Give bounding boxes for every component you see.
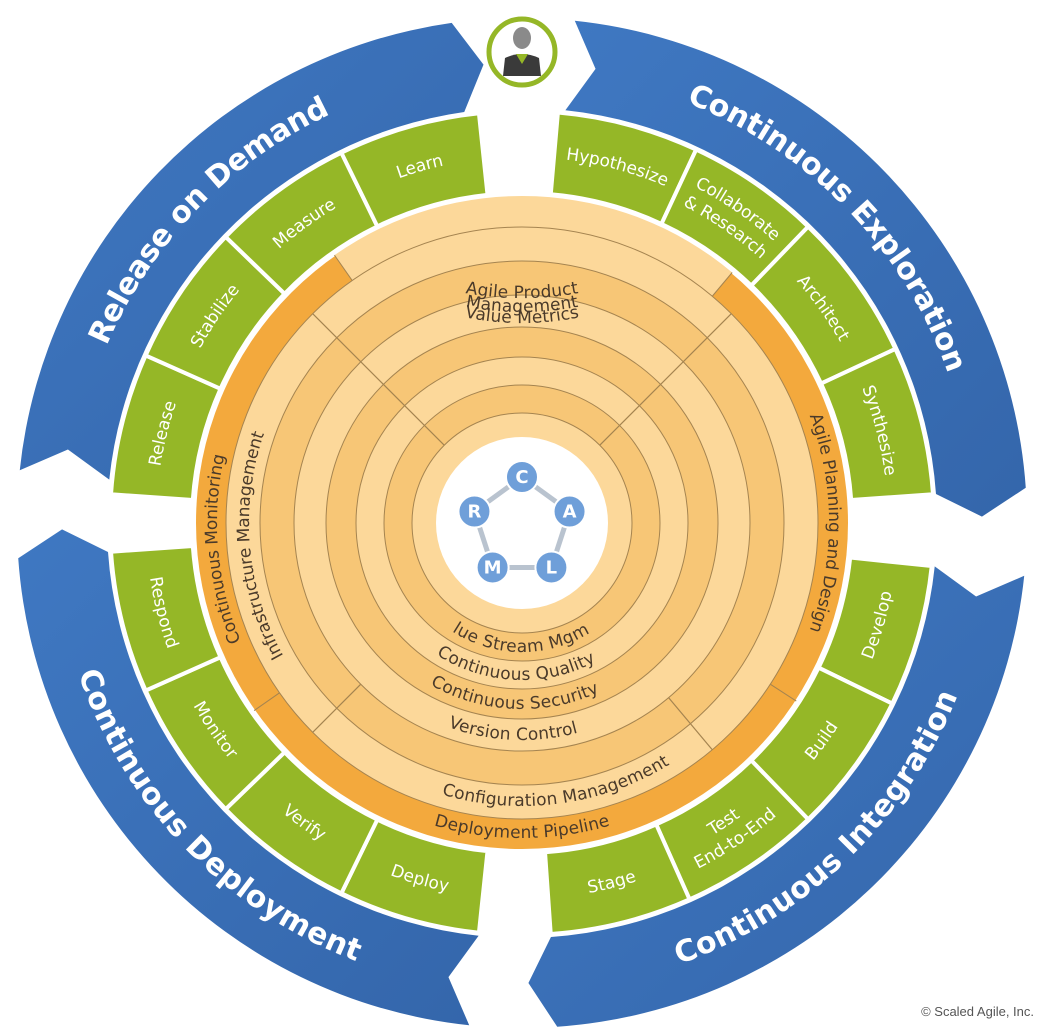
step-segments (108, 110, 936, 937)
calms-letter-c: C (515, 467, 528, 488)
quadrant-bands (18, 20, 1026, 1027)
copyright-notice: © Scaled Agile, Inc. (921, 1004, 1034, 1019)
person-badge (482, 12, 562, 92)
calms-letter-r: R (468, 502, 482, 523)
ring-divider-2 (599, 313, 732, 446)
quadrant-band-release-on-demand (19, 22, 484, 480)
agile-product-management-band (334, 196, 733, 297)
person-icon (482, 12, 562, 92)
step-stage (542, 821, 693, 937)
calms-letter-m: M (484, 557, 502, 578)
calms-node-l (534, 550, 569, 585)
band-notch-3 (769, 683, 797, 702)
calms-node-c (505, 460, 539, 494)
ring-divider-3 (312, 683, 362, 733)
calms-node-m (475, 550, 510, 585)
band-notch-1 (334, 254, 353, 281)
band-notch-4 (253, 692, 280, 711)
calms-node-r (457, 494, 492, 529)
ring-divider-1 (312, 313, 445, 446)
ring-divider-4 (668, 697, 713, 751)
calms-hub: C A L M R (457, 460, 587, 585)
step-learn (338, 111, 490, 230)
calms-letter-l: L (546, 557, 557, 578)
step-synthesize (818, 346, 936, 503)
quadrant-band-continuous-integration (528, 566, 1025, 1027)
calms-letter-a: A (563, 502, 577, 523)
quadrant-band-continuous-deployment (18, 529, 479, 1026)
calms-node-a (552, 494, 587, 529)
quadrant-band-continuous-exploration (565, 20, 1026, 517)
step-respond (108, 543, 224, 694)
band-notch-2 (711, 272, 733, 297)
